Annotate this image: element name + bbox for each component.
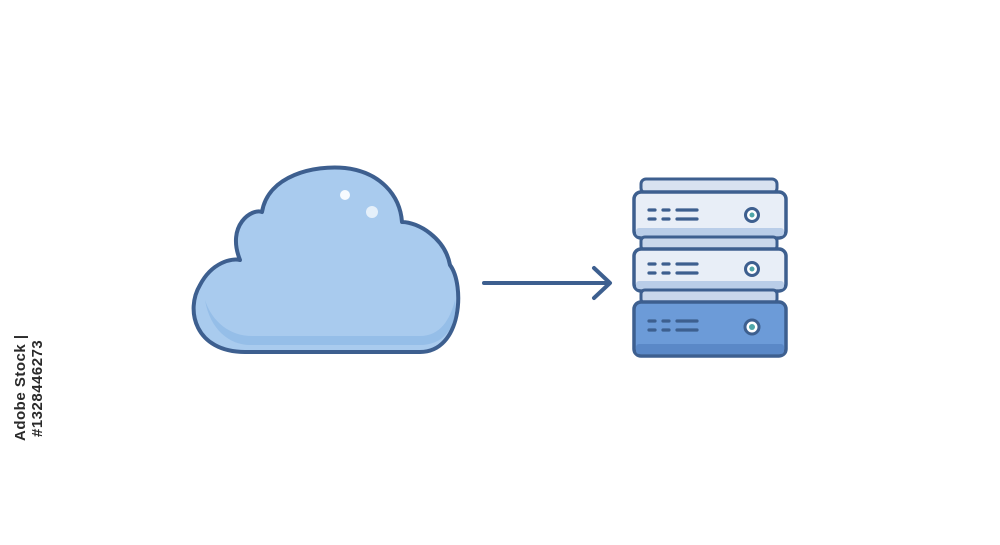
cloud-icon xyxy=(191,165,461,354)
server-unit-top xyxy=(632,190,788,240)
server-rack-icon xyxy=(632,177,788,358)
stock-id-watermark: Adobe Stock | #1328446273 xyxy=(12,334,46,442)
server-unit-bottom xyxy=(632,300,788,358)
server-unit-middle xyxy=(632,247,788,293)
arrow-right-icon xyxy=(482,266,612,300)
